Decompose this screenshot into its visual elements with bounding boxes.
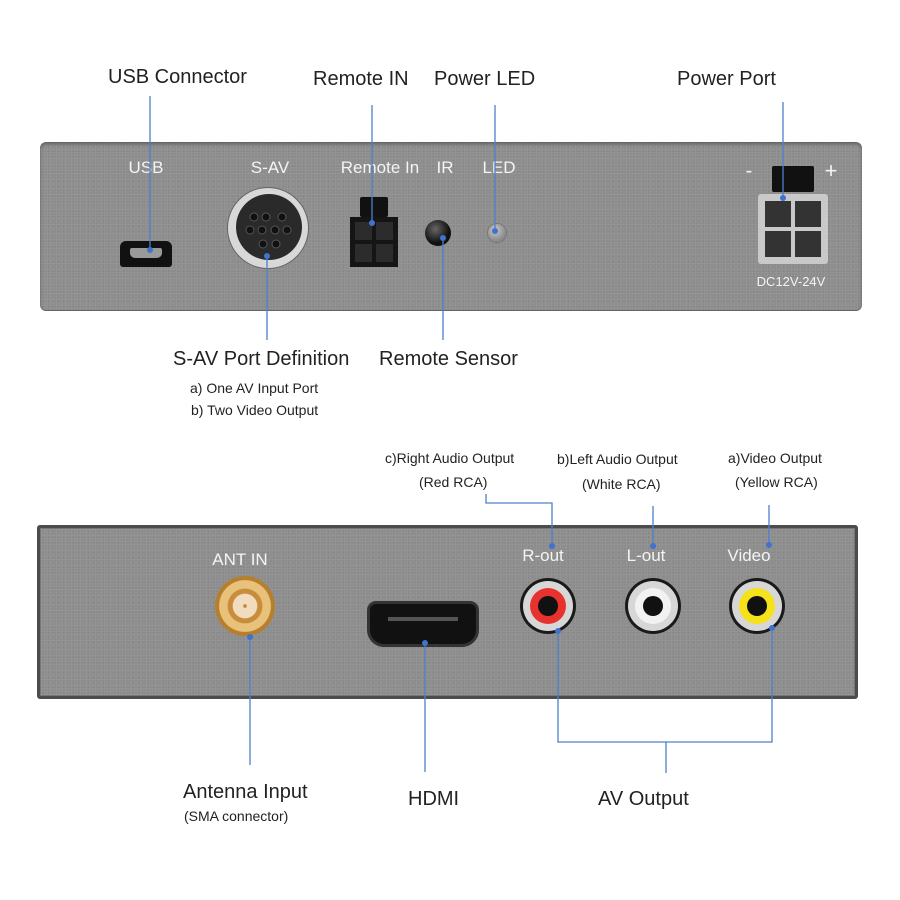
rca-red-port[interactable]: [520, 578, 576, 634]
s-av-label: S-AV: [250, 158, 290, 177]
device-front-panel: ANT IN R-out L-out Video: [37, 525, 858, 699]
callout-video: a)Video Output: [728, 450, 822, 466]
ant-in-label: ANT IN: [212, 550, 268, 569]
power-led-indicator: [488, 224, 506, 242]
s-av-definition-item: b) Two Video Output: [191, 402, 319, 418]
callout-remote-sensor: Remote Sensor: [379, 348, 518, 370]
callout-antenna-input: Antenna Input: [183, 781, 308, 803]
callout-right-audio: c)Right Audio Output: [385, 450, 515, 466]
ir-label: IR: [436, 158, 454, 177]
usb-label: USB: [128, 158, 164, 177]
plus-label: +: [824, 158, 838, 183]
usb-port[interactable]: [120, 241, 172, 267]
r-out-label: R-out: [522, 546, 564, 565]
callout-video-sub: (Yellow RCA): [735, 474, 818, 490]
ir-sensor: [425, 220, 451, 246]
remote-in-port[interactable]: [350, 197, 398, 267]
s-av-definition-item: a) One AV Input Port: [190, 380, 319, 396]
callout-remote-in: Remote IN: [313, 68, 409, 90]
callout-left-audio-sub: (White RCA): [582, 476, 661, 492]
remote-in-label: Remote In: [340, 158, 420, 177]
l-out-label: L-out: [626, 546, 666, 565]
device-rear-panel: USB S-AV Remote In IR LED - + DC12V-24V: [40, 142, 862, 310]
video-label: Video: [727, 546, 771, 565]
rca-yellow-port[interactable]: [729, 578, 785, 634]
callout-right-audio-sub: (Red RCA): [419, 474, 488, 490]
s-av-pins-icon: [245, 212, 292, 249]
callout-left-audio: b)Left Audio Output: [557, 451, 678, 467]
callout-s-av-definition: S-AV Port Definition: [173, 348, 350, 370]
voltage-label: DC12V-24V: [756, 274, 826, 289]
callout-hdmi: HDMI: [408, 788, 460, 810]
power-port[interactable]: [758, 166, 830, 266]
hdmi-port[interactable]: [370, 604, 476, 644]
callout-power-port: Power Port: [677, 68, 776, 90]
callout-av-output: AV Output: [598, 788, 689, 810]
minus-label: -: [745, 160, 753, 182]
callout-antenna-sub: (SMA connector): [184, 808, 289, 824]
sma-antenna-port[interactable]: [215, 576, 275, 636]
led-label: LED: [482, 158, 516, 177]
callout-power-led: Power LED: [434, 68, 536, 90]
s-av-port[interactable]: [228, 188, 308, 268]
rca-white-port[interactable]: [625, 578, 681, 634]
callout-usb-connector: USB Connector: [108, 66, 247, 88]
